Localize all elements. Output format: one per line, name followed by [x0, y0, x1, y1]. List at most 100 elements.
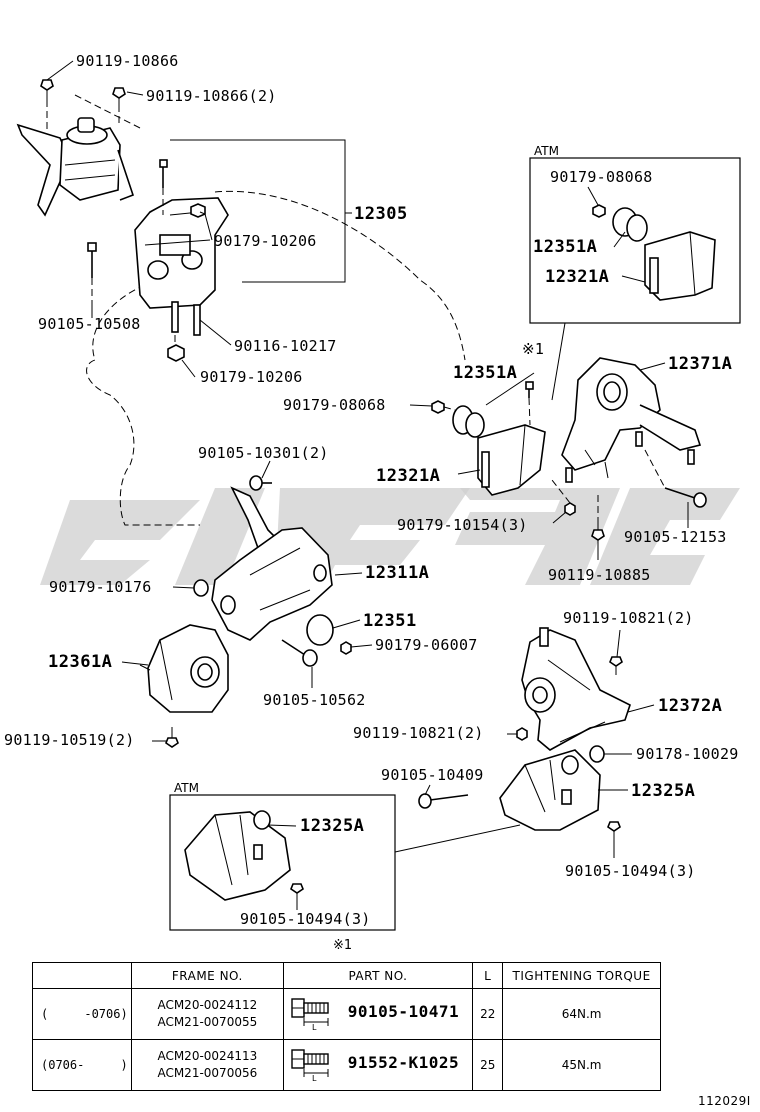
- illustration-code: 112029I: [698, 1094, 751, 1108]
- label-90119-10821-b: 90119-10821(2): [353, 724, 484, 742]
- label-12351: 12351: [363, 611, 417, 631]
- mount-12371A: [561, 357, 702, 483]
- row-length: 25: [472, 1039, 504, 1091]
- bolt-90105-10301: [249, 475, 272, 491]
- mount-12351: [306, 614, 334, 646]
- label-12311A: 12311A: [365, 563, 429, 583]
- bolt-90105-10508: [87, 242, 97, 278]
- label-90105-10494-a: 90105-10494(3): [565, 862, 696, 880]
- label-90119-10866-2: 90119-10866(2): [146, 87, 277, 105]
- atm-box-bottom: [169, 794, 396, 931]
- bolt-icon: L: [291, 1049, 329, 1081]
- stud-90116-10217: [171, 301, 201, 336]
- frame-no-1: ACM20-0024112: [157, 998, 258, 1012]
- mount-12305: [134, 197, 229, 309]
- engine-outline: [86, 284, 200, 526]
- engine-outline-top: [214, 190, 466, 361]
- part-number: 91552-K1025: [347, 1053, 460, 1072]
- label-90179-08068-a: 90179-08068: [550, 168, 653, 186]
- bolt-90119-10866-2: [112, 87, 126, 105]
- label-90179-10176: 90179-10176: [49, 578, 152, 596]
- label-90178-10029: 90178-10029: [636, 745, 739, 763]
- part-labels: 90119-10866 90119-10866(2) 12305 90179-1…: [4, 52, 739, 928]
- label-12372A: 12372A: [658, 696, 722, 716]
- label-90105-10562: 90105-10562: [263, 691, 366, 709]
- leader-lines: [46, 60, 689, 910]
- label-atm-bottom: ATM: [174, 781, 199, 795]
- watermark: [40, 488, 740, 585]
- part-number: 90105-10471: [347, 1002, 460, 1021]
- length-mark: L: [312, 1074, 317, 1081]
- label-90179-10154: 90179-10154(3): [397, 516, 528, 534]
- nut-90179-08068: [431, 400, 445, 414]
- row-length: 22: [472, 988, 504, 1040]
- label-12325A: 12325A: [631, 781, 695, 801]
- label-90119-10866: 90119-10866: [76, 52, 179, 70]
- bolt-90105-12153: [664, 487, 707, 508]
- label-90105-12153: 90105-12153: [624, 528, 727, 546]
- label-12321A-atm: 12321A: [545, 267, 609, 287]
- bolt-vertical-top: [159, 159, 168, 188]
- label-90119-10519: 90119-10519(2): [4, 731, 135, 749]
- torque-table: FRAME NO. PART NO. L TIGHTENING TORQUE (…: [32, 962, 661, 1091]
- label-12321A: 12321A: [376, 466, 440, 486]
- label-ref-mark-1: ※1: [522, 340, 544, 358]
- label-90105-10508: 90105-10508: [38, 315, 141, 333]
- frame-no-2: ACM21-0070056: [157, 1066, 258, 1080]
- bolt-90105-10562: [281, 639, 318, 667]
- label-90179-08068-b: 90179-08068: [283, 396, 386, 414]
- label-12361A: 12361A: [48, 652, 112, 672]
- bolt-90105-10494-b: [290, 883, 304, 905]
- atm-top-parts: [592, 204, 716, 301]
- bolt-90119-10885: [591, 521, 605, 541]
- bolt-90105-10494-a: [607, 821, 621, 843]
- label-90179-06007: 90179-06007: [375, 636, 478, 654]
- nut-90178-10029: [589, 745, 605, 763]
- row-torque: 64N.m: [502, 988, 661, 1040]
- bracket-12325A: [499, 749, 601, 831]
- label-12305: 12305: [354, 204, 408, 224]
- header-period: [32, 962, 132, 989]
- bolt-ref1: [525, 381, 534, 398]
- nut-90179-10206-top: [190, 203, 206, 218]
- table-ref-mark: ※1: [333, 938, 353, 953]
- mount-12361A: [139, 624, 229, 713]
- label-90105-10409: 90105-10409: [381, 766, 484, 784]
- atm-bottom-bracket: [184, 810, 291, 901]
- row-period: ( -0706): [32, 988, 132, 1040]
- label-12351A-atm: 12351A: [533, 237, 597, 257]
- frame-no-1: ACM20-0024113: [157, 1049, 258, 1063]
- label-90119-10885: 90119-10885: [548, 566, 651, 584]
- nut-90179-10176: [193, 579, 209, 597]
- bolt-90119-10866: [40, 79, 54, 100]
- label-90116-10217: 90116-10217: [234, 337, 337, 355]
- frame-no-2: ACM21-0070055: [157, 1015, 258, 1029]
- header-length: L: [472, 962, 504, 989]
- row-part-no: L 91552-K1025: [282, 1039, 474, 1091]
- table-header-row: FRAME NO. PART NO. L TIGHTENING TORQUE: [32, 962, 661, 989]
- row-torque: 45N.m: [502, 1039, 661, 1091]
- label-12325A-atm: 12325A: [300, 816, 364, 836]
- bolt-90105-10409: [418, 793, 469, 809]
- bolt-90119-10821-a: [609, 656, 623, 675]
- bolt-90119-10519: [165, 727, 179, 748]
- label-90179-10206-a: 90179-10206: [214, 232, 317, 250]
- label-90119-10821-a: 90119-10821(2): [563, 609, 694, 627]
- label-90179-10206-b: 90179-10206: [200, 368, 303, 386]
- row-part-no: L 90105-10471: [282, 988, 474, 1040]
- bracket-12311A: [211, 486, 333, 641]
- table-row: (0706- ) ACM20-0024113 ACM21-0070056 L 9…: [32, 1039, 661, 1091]
- bolt-90119-10821-b: [516, 727, 528, 741]
- header-frame-no: FRAME NO.: [130, 962, 284, 989]
- header-torque: TIGHTENING TORQUE: [502, 962, 661, 989]
- label-90105-10301: 90105-10301(2): [198, 444, 329, 462]
- mount-12351A: [452, 405, 485, 438]
- label-atm-top: ATM: [534, 144, 559, 158]
- label-90105-10494-b: 90105-10494(3): [240, 910, 371, 928]
- mount-12372A: [521, 627, 631, 751]
- label-12371A: 12371A: [668, 354, 732, 374]
- table-row: ( -0706) ACM20-0024112 ACM21-0070055 L 9…: [32, 988, 661, 1040]
- bracket-top-left: [16, 117, 135, 217]
- atm-box-top: [529, 157, 741, 324]
